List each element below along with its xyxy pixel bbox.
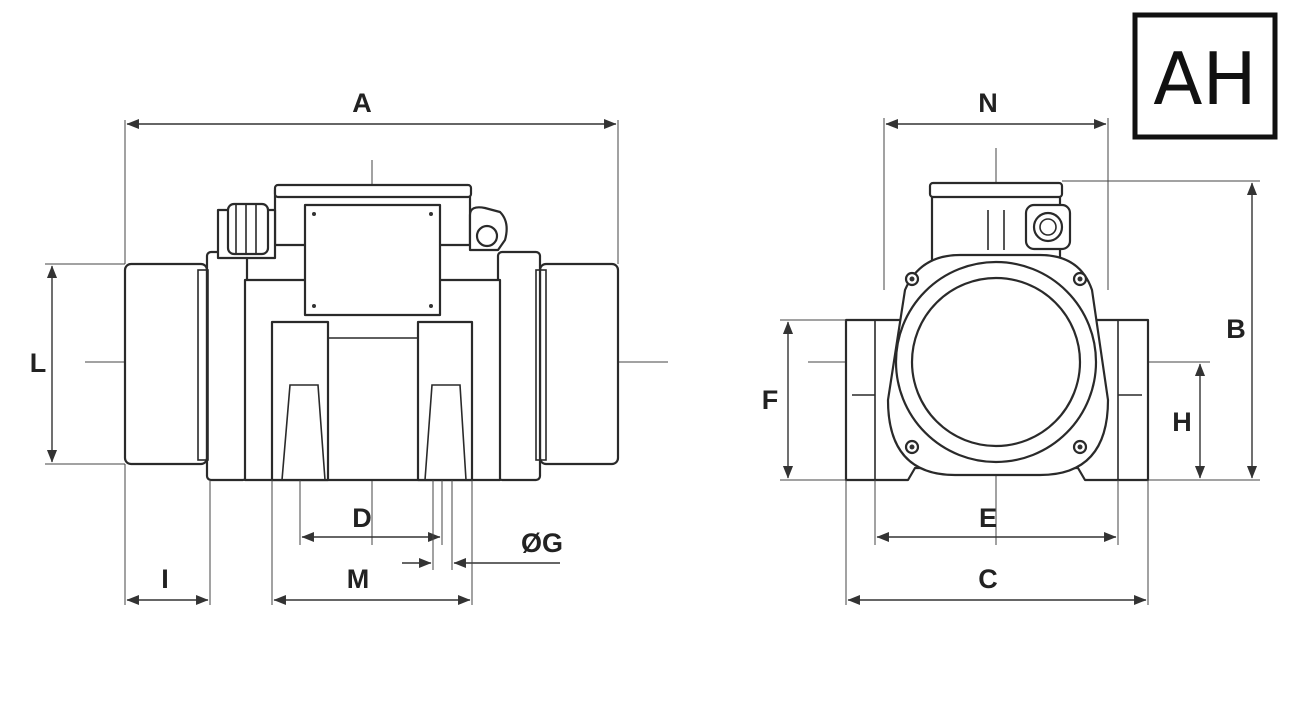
cable-gland: [226, 202, 270, 256]
front-view: N B H F E C: [762, 88, 1260, 606]
dim-label-a: A: [352, 88, 372, 118]
front-terminal-lid: [928, 181, 1064, 199]
lifting-eye: [475, 224, 499, 248]
dim-label-n: N: [978, 88, 998, 118]
side-view: A L D ØG I M: [30, 88, 668, 606]
housing-bolts: [904, 271, 1088, 455]
logo-text: AH: [1153, 37, 1256, 121]
dim-label-i: I: [161, 564, 169, 594]
right-end-cap: [538, 262, 620, 466]
terminal-box-lid: [273, 183, 473, 199]
right-flange: [496, 250, 542, 482]
dim-label-m: M: [347, 564, 370, 594]
dim-label-b: B: [1226, 314, 1246, 344]
dim-label-f: F: [762, 385, 779, 415]
dim-label-e: E: [979, 503, 997, 533]
brand-logo: AH: [1132, 12, 1278, 140]
left-end-cap: [123, 262, 209, 466]
dim-label-h: H: [1172, 407, 1192, 437]
left-flange: [205, 250, 249, 482]
dim-label-c: C: [978, 564, 998, 594]
dim-label-g: ØG: [521, 528, 563, 558]
housing-ring-inner: [910, 276, 1082, 448]
dim-label-l: L: [30, 348, 47, 378]
dim-label-d: D: [352, 503, 372, 533]
nameplate: [303, 203, 442, 317]
